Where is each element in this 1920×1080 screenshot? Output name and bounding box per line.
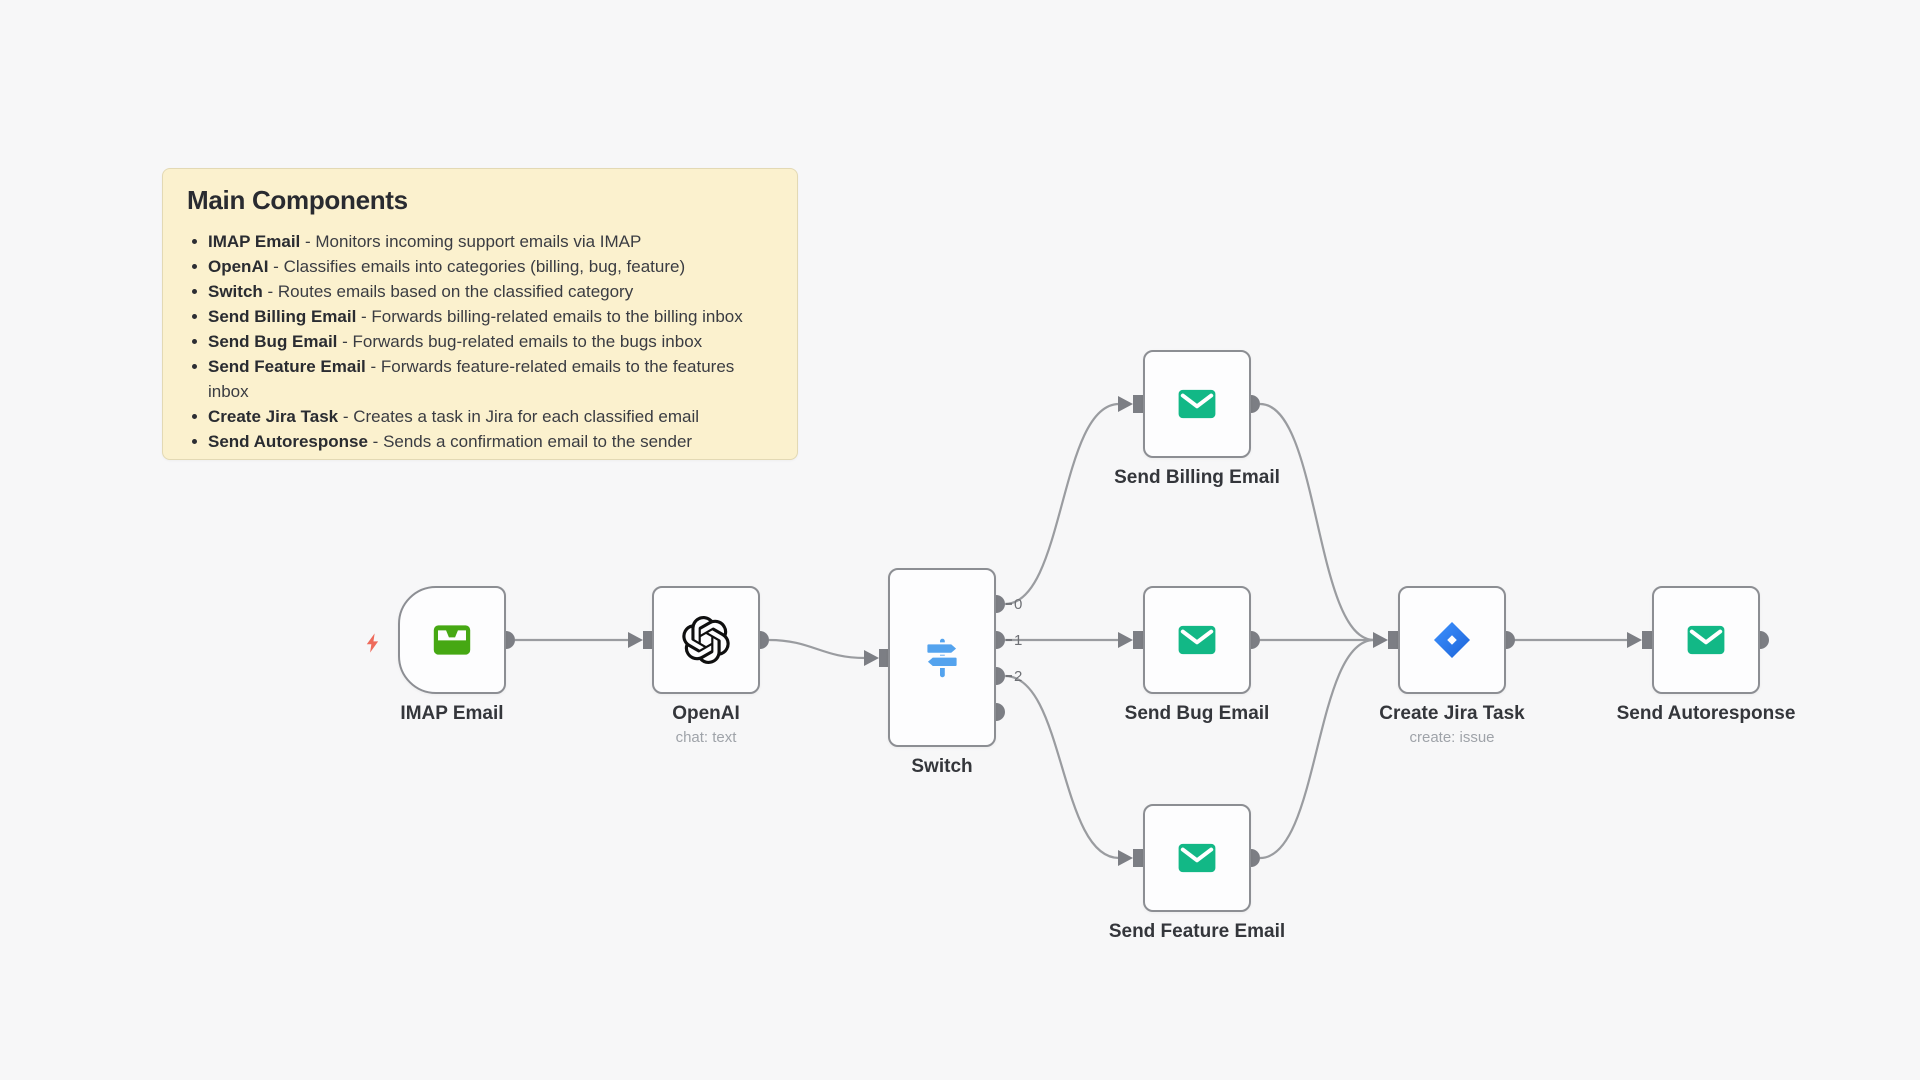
switch-output-label-0: 0 xyxy=(1014,596,1022,613)
node-send-billing-email[interactable]: Send Billing Email xyxy=(1114,350,1280,488)
note-item: Send Bug Email - Forwards bug-related em… xyxy=(187,329,773,354)
jira-icon xyxy=(1433,621,1471,659)
node-create-jira-task[interactable]: Create Jira Task create: issue xyxy=(1379,586,1525,746)
node-label: Send Feature Email xyxy=(1108,921,1286,942)
note-item: Send Autoresponse - Sends a confirmation… xyxy=(187,429,773,454)
note-title: Main Components xyxy=(187,185,408,215)
node-send-bug-email[interactable]: Send Bug Email xyxy=(1125,586,1269,724)
input-connector-billing[interactable] xyxy=(1118,395,1143,413)
node-label: IMAP Email xyxy=(400,703,504,724)
note-item: Send Billing Email - Forwards billing-re… xyxy=(187,304,773,329)
note-item: Switch - Routes emails based on the clas… xyxy=(187,279,773,304)
node-switch[interactable]: Switch xyxy=(888,568,996,777)
wire-openai-switch[interactable] xyxy=(768,638,866,660)
signpost-icon xyxy=(924,638,960,677)
sticky-note[interactable]: Main Components IMAP Email - Monitors in… xyxy=(162,168,798,460)
note-list: IMAP Email - Monitors incoming support e… xyxy=(187,229,773,454)
node-imap-email[interactable]: IMAP Email xyxy=(398,586,506,724)
openai-icon xyxy=(682,616,730,664)
input-connector-autoresponse[interactable] xyxy=(1627,631,1652,649)
envelope-icon xyxy=(1687,625,1725,655)
note-item: OpenAI - Classifies emails into categori… xyxy=(187,254,773,279)
node-label: Switch xyxy=(911,756,973,777)
inbox-icon xyxy=(433,625,471,655)
input-connector-feature[interactable] xyxy=(1118,849,1143,867)
node-send-feature-email[interactable]: Send Feature Email xyxy=(1109,804,1285,942)
input-connector-openai[interactable] xyxy=(628,631,653,649)
node-label: OpenAI xyxy=(672,703,740,724)
envelope-icon xyxy=(1178,389,1216,419)
input-connector-jira[interactable] xyxy=(1373,631,1398,649)
wire-switch2-feature[interactable] xyxy=(1004,674,1120,860)
node-openai[interactable]: OpenAI chat: text xyxy=(652,586,760,746)
node-label: Send Autoresponse xyxy=(1616,703,1796,724)
switch-output-label-1: 1 xyxy=(1014,632,1022,649)
note-item: IMAP Email - Monitors incoming support e… xyxy=(187,229,773,254)
wire-feature-jira[interactable] xyxy=(1259,638,1375,860)
trigger-bolt-icon xyxy=(366,633,379,653)
node-send-autoresponse[interactable]: Send Autoresponse xyxy=(1617,586,1795,724)
envelope-icon xyxy=(1178,843,1216,873)
input-connector-bug[interactable] xyxy=(1118,631,1143,649)
input-connector-switch[interactable] xyxy=(864,649,889,667)
switch-output-label-2: 2 xyxy=(1014,668,1022,685)
node-label: Send Bug Email xyxy=(1124,703,1270,724)
node-label: Create Jira Task xyxy=(1379,703,1525,724)
wire-switch0-billing[interactable] xyxy=(1004,402,1120,606)
envelope-icon xyxy=(1178,625,1216,655)
note-item: Create Jira Task - Creates a task in Jir… xyxy=(187,404,773,429)
node-sublabel: create: issue xyxy=(1409,729,1495,746)
wire-billing-jira[interactable] xyxy=(1259,402,1375,642)
node-sublabel: chat: text xyxy=(675,729,737,746)
note-item: Send Feature Email - Forwards feature-re… xyxy=(187,354,773,404)
node-label: Send Billing Email xyxy=(1114,467,1280,488)
